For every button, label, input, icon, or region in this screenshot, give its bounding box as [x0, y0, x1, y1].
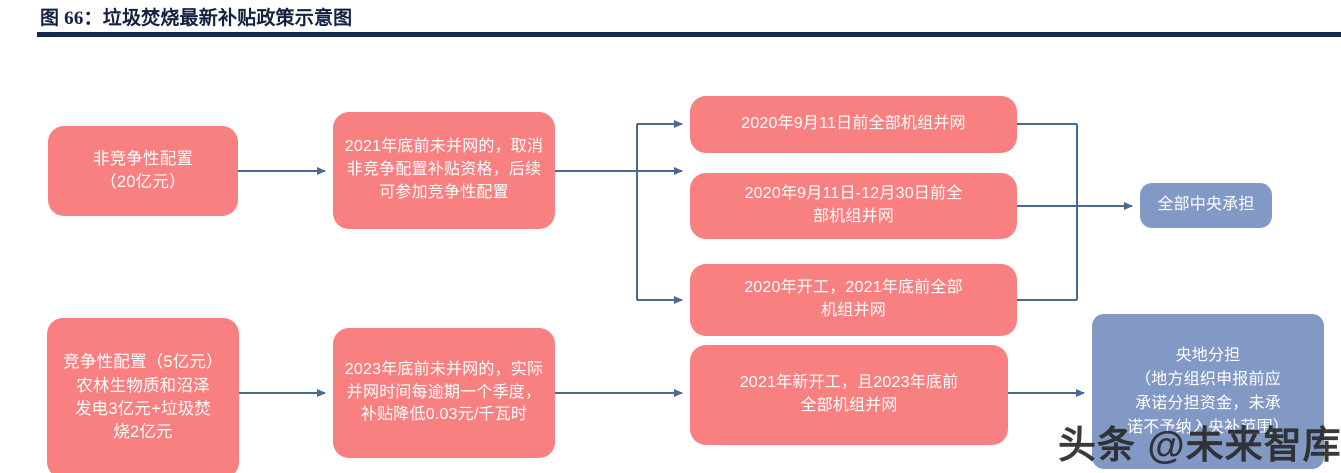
flowchart-canvas: 非竞争性配置 （20亿元） 2021年底前未并网的，取消 非竞争配置补贴资格，后… [0, 40, 1341, 473]
flow-node-full-central-funding[interactable]: 全部中央承担 [1140, 183, 1272, 228]
figure-title-bar: 图 66：垃圾焚烧最新补贴政策示意图 [0, 0, 1341, 40]
flow-node-grid-before-2020-09-11[interactable]: 2020年9月11日前全部机组并网 [690, 96, 1017, 153]
watermark: 头条 @未来智库 [1058, 425, 1341, 467]
flow-node-grid-2020-09-11-to-12-30[interactable]: 2020年9月11日-12月30日前全 部机组并网 [690, 173, 1017, 239]
page-title: 图 66：垃圾焚烧最新补贴政策示意图 [40, 8, 353, 29]
flow-node-central-local-shared-funding[interactable]: 央地分担 （地方组织申报前应 承诺分担资金，未承 诺不予纳入央补范围） [1092, 314, 1324, 469]
flow-node-2023-deadline-subsidy-cut[interactable]: 2023年底前未并网的，实际 并网时间每逾期一个季度， 补贴降低0.03元/千瓦… [333, 328, 555, 458]
flow-node-new-start-2021-grid-by-2023[interactable]: 2021年新开工，且2023年底前 全部机组并网 [690, 345, 1008, 445]
flow-node-competitive-allocation[interactable]: 竞争性配置（5亿元） 农林生物质和沼泽 发电3亿元+垃圾焚 烧2亿元 [47, 318, 239, 473]
flow-node-non-competitive-allocation[interactable]: 非竞争性配置 （20亿元） [48, 126, 238, 216]
title-divider [37, 32, 1341, 37]
flow-node-2021-deadline-rule[interactable]: 2021年底前未并网的，取消 非竞争配置补贴资格，后续 可参加竞争性配置 [333, 112, 555, 229]
flow-node-start-2020-grid-by-2021[interactable]: 2020年开工，2021年底前全部 机组并网 [690, 264, 1017, 336]
